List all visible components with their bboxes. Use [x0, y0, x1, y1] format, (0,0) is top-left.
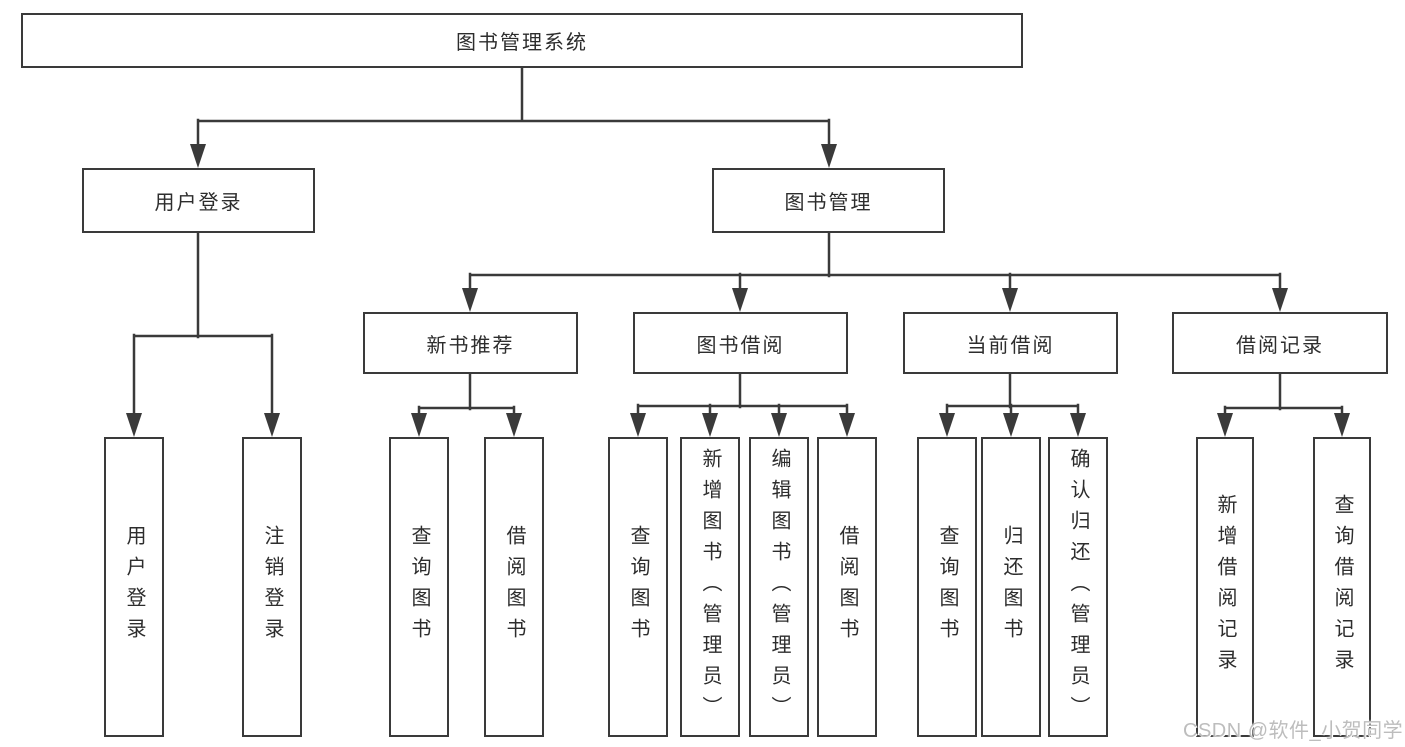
leaf-user-login: 用户登录: [104, 437, 164, 737]
leaf-query-books-borrow-label: 查询图书: [627, 525, 649, 649]
node-book-borrow: 图书借阅: [633, 312, 848, 374]
node-current-borrow: 当前借阅: [903, 312, 1118, 374]
leaf-return-books: 归还图书: [981, 437, 1041, 737]
leaf-edit-book-admin: 编辑图书（管理员）: [749, 437, 809, 737]
node-library-system-label: 图书管理系统: [456, 32, 588, 54]
node-current-borrow-label: 当前借阅: [966, 334, 1055, 357]
node-library-system: 图书管理系统: [21, 13, 1023, 68]
leaf-return-books-label: 归还图书: [1000, 525, 1022, 649]
connector-borrow-records-to-leaves: [1217, 372, 1350, 437]
leaf-add-book-admin: 新增图书（管理员）: [680, 437, 740, 737]
leaf-query-borrow-record: 查询借阅记录: [1313, 437, 1371, 737]
node-new-book-recommend-label: 新书推荐: [426, 334, 515, 357]
node-user-login: 用户登录: [82, 168, 315, 233]
leaf-query-books-current-label: 查询图书: [936, 525, 958, 649]
leaf-confirm-return-admin: 确认归还（管理员）: [1048, 437, 1108, 737]
leaf-query-books-recommend-label: 查询图书: [408, 525, 430, 649]
connector-root-to-level2: [190, 66, 837, 168]
leaf-borrow-books-recommend-label: 借阅图书: [503, 525, 525, 649]
leaf-add-book-admin-label: 新增图书（管理员）: [699, 447, 721, 727]
connector-book-management-to-level3: [462, 231, 1288, 312]
node-book-management-label: 图书管理: [784, 192, 873, 214]
leaf-query-books-current: 查询图书: [917, 437, 977, 737]
connector-book-borrow-to-leaves: [630, 372, 855, 437]
leaf-logout-login-label: 注销登录: [261, 525, 283, 649]
connector-user-login-to-leaves: [126, 231, 280, 437]
leaf-add-borrow-record-label: 新增借阅记录: [1214, 494, 1236, 680]
leaf-query-books-recommend: 查询图书: [389, 437, 449, 737]
leaf-logout-login: 注销登录: [242, 437, 302, 737]
node-new-book-recommend: 新书推荐: [363, 312, 578, 374]
leaf-edit-book-admin-label: 编辑图书（管理员）: [768, 447, 790, 727]
leaf-user-login-label: 用户登录: [123, 525, 145, 649]
connector-new-book-recommend-to-leaves: [411, 372, 522, 437]
node-book-management: 图书管理: [712, 168, 945, 233]
node-user-login-label: 用户登录: [154, 192, 243, 214]
node-borrow-records: 借阅记录: [1172, 312, 1388, 374]
leaf-query-borrow-record-label: 查询借阅记录: [1331, 494, 1353, 680]
leaf-query-books-borrow: 查询图书: [608, 437, 668, 737]
leaf-borrow-books-recommend: 借阅图书: [484, 437, 544, 737]
leaf-borrow-books-label: 借阅图书: [836, 525, 858, 649]
leaf-confirm-return-admin-label: 确认归还（管理员）: [1067, 447, 1089, 727]
leaf-borrow-books: 借阅图书: [817, 437, 877, 737]
node-borrow-records-label: 借阅记录: [1236, 334, 1324, 357]
connector-current-borrow-to-leaves: [939, 372, 1086, 437]
leaf-add-borrow-record: 新增借阅记录: [1196, 437, 1254, 737]
node-book-borrow-label: 图书借阅: [696, 334, 785, 357]
csdn-watermark: CSDN @软件_小贺同学: [1183, 720, 1404, 742]
